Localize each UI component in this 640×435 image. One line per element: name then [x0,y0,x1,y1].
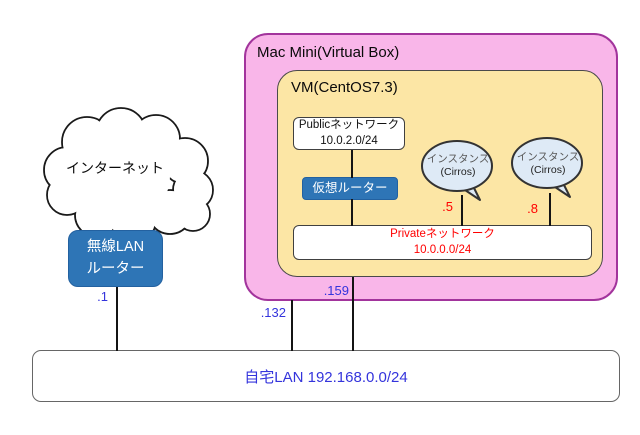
private-network-box: Privateネットワーク 10.0.0.0/24 [293,225,592,260]
router-lan-ip-label: .1 [97,289,108,304]
link-public-to-vrouter [351,150,353,178]
instance2-ip-label: .8 [527,201,538,216]
wireless-router-line2: ルーター [86,260,145,277]
host-lan-ip-label: .132 [260,305,286,320]
vm-lan-ip-label: .159 [323,283,349,298]
link-instance1-to-private [461,195,463,226]
virtual-router-box: 仮想ルーター [302,177,398,200]
link-instance2-to-private [549,193,551,226]
private-network-name: Privateネットワーク [390,227,495,240]
link-vrouter-to-private [351,199,353,226]
internet-label: インターネット [66,160,164,176]
private-network-cidr: 10.0.0.0/24 [413,243,472,256]
instance1-label: インスタンス (Cirros) [420,153,496,179]
wireless-router-box: 無線LAN ルーター [68,230,163,287]
instance2-callout-icon [511,137,583,198]
internet-cloud-icon [43,107,214,244]
home-lan-box: 自宅LAN 192.168.0.0/24 [32,350,620,402]
instance1-ip-label: .5 [442,199,453,214]
mac-mini-title: Mac Mini(Virtual Box) [257,44,400,61]
instance2-label: インスタンス (Cirros) [510,151,586,177]
wireless-router-line1: 無線LAN [86,239,145,256]
instance2-os: (Cirros) [530,164,566,177]
link-vm-to-lan [352,277,354,351]
instance1-name: インスタンス [426,153,490,165]
public-network-cidr: 10.0.2.0/24 [320,134,378,147]
vm-title: VM(CentOS7.3) [291,79,398,96]
instance2-name: インスタンス [516,151,580,163]
link-router-to-lan [116,286,118,351]
instance1-os: (Cirros) [440,166,476,179]
instance1-callout-icon [421,140,493,201]
link-host-to-lan [291,300,293,351]
public-network-box: Publicネットワーク 10.0.2.0/24 [293,117,405,150]
public-network-name: Publicネットワーク [298,118,400,131]
